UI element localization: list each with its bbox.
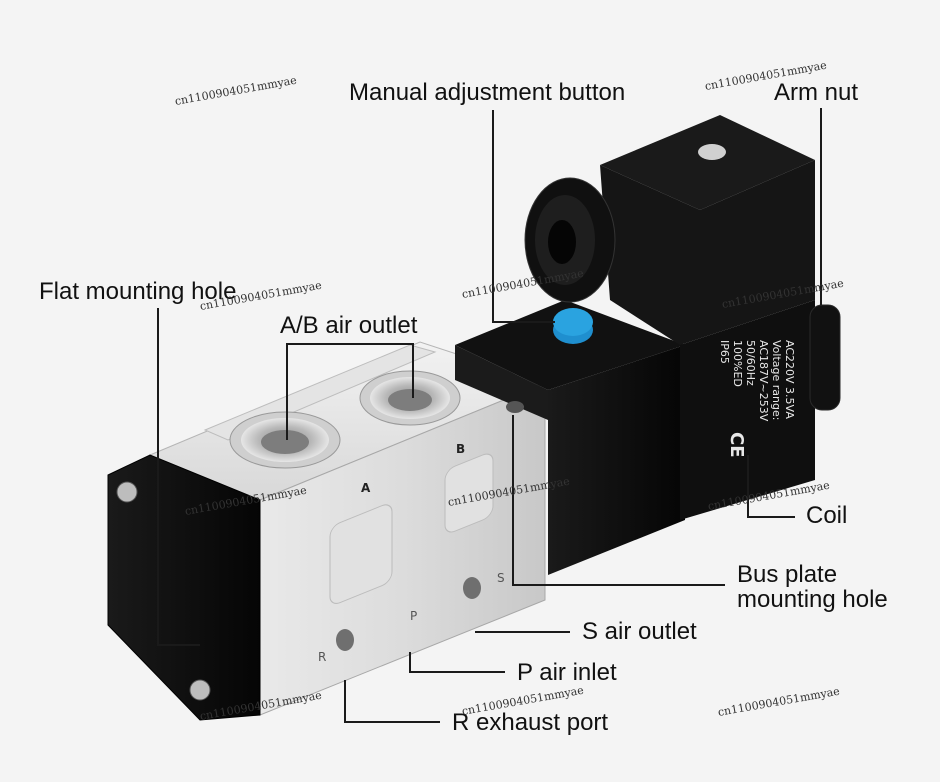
leader-bus-plate xyxy=(512,415,725,586)
coil-spec-line5: 100%ED xyxy=(731,340,744,387)
label-s-air-outlet: S air outlet xyxy=(582,618,697,645)
coil-top-hole xyxy=(698,144,726,160)
coil-side xyxy=(600,160,815,345)
end-cap-screw-bottom xyxy=(189,679,211,701)
leader-manual-button xyxy=(492,110,555,323)
arm-nut xyxy=(809,304,841,411)
coil-ce-mark: CE xyxy=(726,432,747,458)
label-p-air-inlet: P air inlet xyxy=(517,659,617,686)
label-manual-adjustment-button: Manual adjustment button xyxy=(349,79,626,106)
mark-r: R xyxy=(318,650,326,664)
cable-gland xyxy=(524,177,616,303)
solenoid-body-bottom xyxy=(455,345,548,420)
solenoid-front xyxy=(548,345,685,575)
hole-s xyxy=(463,577,481,599)
label-r-exhaust-port: R exhaust port xyxy=(452,709,609,736)
mark-p: P xyxy=(410,609,417,623)
mark-s: S xyxy=(497,571,505,585)
mark-a: A xyxy=(361,481,371,495)
coil-top xyxy=(600,115,815,210)
label-arm-nut: Arm nut xyxy=(774,79,859,106)
leader-lines xyxy=(157,108,822,723)
front-recess-a xyxy=(329,504,393,604)
front-recess-b xyxy=(444,453,494,533)
label-coil: Coil xyxy=(806,502,848,529)
manual-button xyxy=(553,308,593,344)
hole-r xyxy=(336,629,354,651)
leader-ab-outlet xyxy=(286,343,414,440)
leader-flat-hole xyxy=(157,308,200,646)
end-cap-screw-top xyxy=(116,481,138,503)
port-b xyxy=(359,370,461,426)
coil-spec-line3: AC187V~253V xyxy=(757,340,770,422)
coil-spec-line1: AC220V 3.5VA xyxy=(783,340,796,419)
coil-spec: AC220V 3.5VA Voltage range: AC187V~253V … xyxy=(718,340,796,458)
end-cap-left xyxy=(107,454,261,721)
coil-spec-line2: Voltage range: xyxy=(770,340,783,420)
coil-front xyxy=(680,300,815,520)
label-bus-plate-line1: Bus plate xyxy=(737,561,838,588)
mark-b: B xyxy=(456,442,465,456)
coil-spec-line4: 50/60Hz xyxy=(744,340,757,386)
coil-spec-line6: IP65 xyxy=(718,340,731,364)
bus-plate-hole xyxy=(506,401,524,413)
leader-r-exhaust xyxy=(344,680,440,723)
port-a xyxy=(229,411,341,469)
label-bus-plate-line2: mounting hole xyxy=(737,586,888,613)
leader-coil xyxy=(747,455,795,518)
label-ab-air-outlet: A/B air outlet xyxy=(280,312,418,339)
leader-p-inlet xyxy=(409,652,505,673)
label-flat-mounting-hole: Flat mounting hole xyxy=(39,278,237,305)
